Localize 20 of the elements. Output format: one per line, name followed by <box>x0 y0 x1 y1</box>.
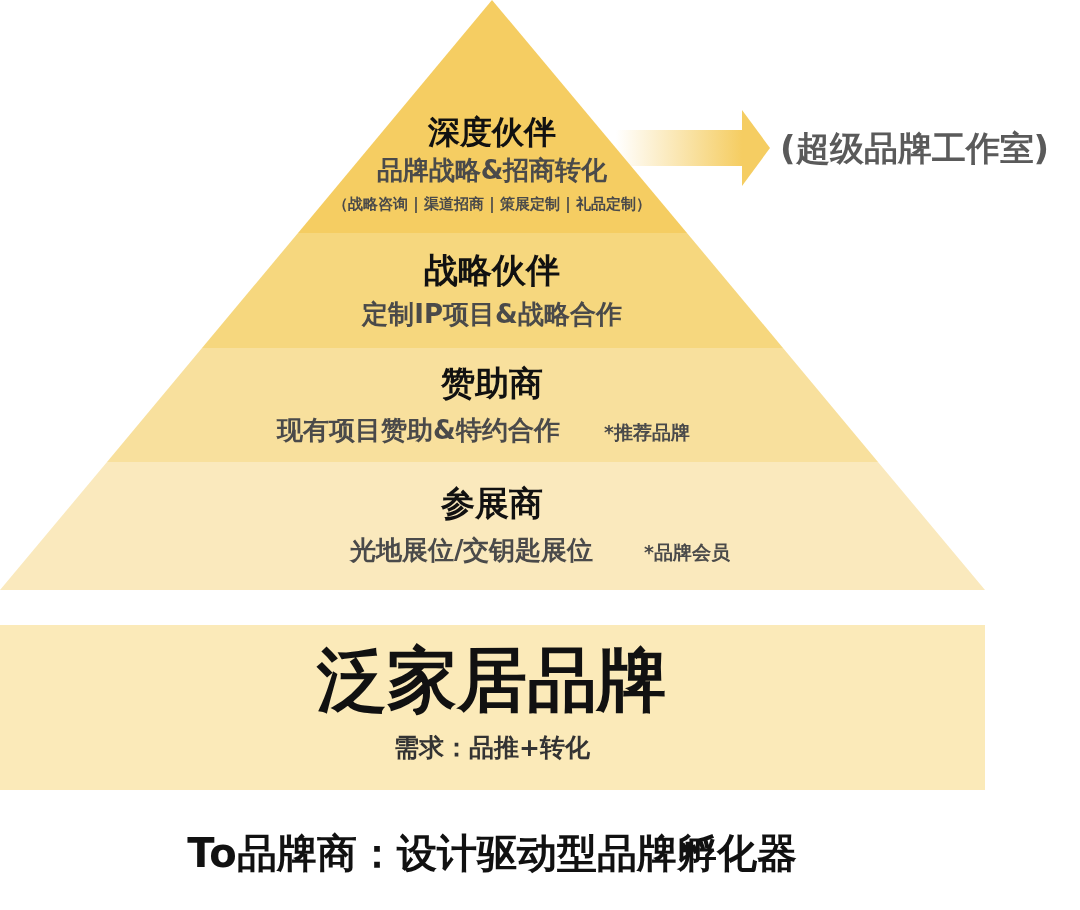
tier-title: 参展商 <box>441 484 543 524</box>
banner-title: 泛家居品牌 <box>317 640 667 721</box>
pyramid-tier <box>0 462 985 590</box>
tier-title: 深度伙伴 <box>428 114 556 151</box>
service-list: （战略咨询 | 渠道招商 | 策展定制 | 礼品定制） <box>333 196 651 214</box>
tier-subtitle: 现有项目赞助&特约合作 <box>277 416 560 446</box>
tier-title: 战略伙伴 <box>424 251 560 291</box>
pyramid-tier <box>107 348 878 462</box>
side-label: (超级品牌工作室) <box>770 120 1070 176</box>
tier-note: *推荐品牌 <box>604 422 690 444</box>
pyramid-tier <box>202 233 783 348</box>
tier-note: *品牌会员 <box>644 542 730 564</box>
base-banner <box>0 625 985 790</box>
pyramid-tier <box>298 0 687 233</box>
tier-subtitle: 品牌战略&招商转化 <box>376 156 608 186</box>
banner-subtitle: 需求：品推+转化 <box>394 734 590 763</box>
tier-subtitle: 光地展位/交钥匙展位 <box>350 536 594 566</box>
caption: To品牌商：设计驱动型品牌孵化器 <box>187 830 797 876</box>
tier-subtitle: 定制IP项目&战略合作 <box>362 300 622 330</box>
tier-title: 赞助商 <box>441 364 543 404</box>
